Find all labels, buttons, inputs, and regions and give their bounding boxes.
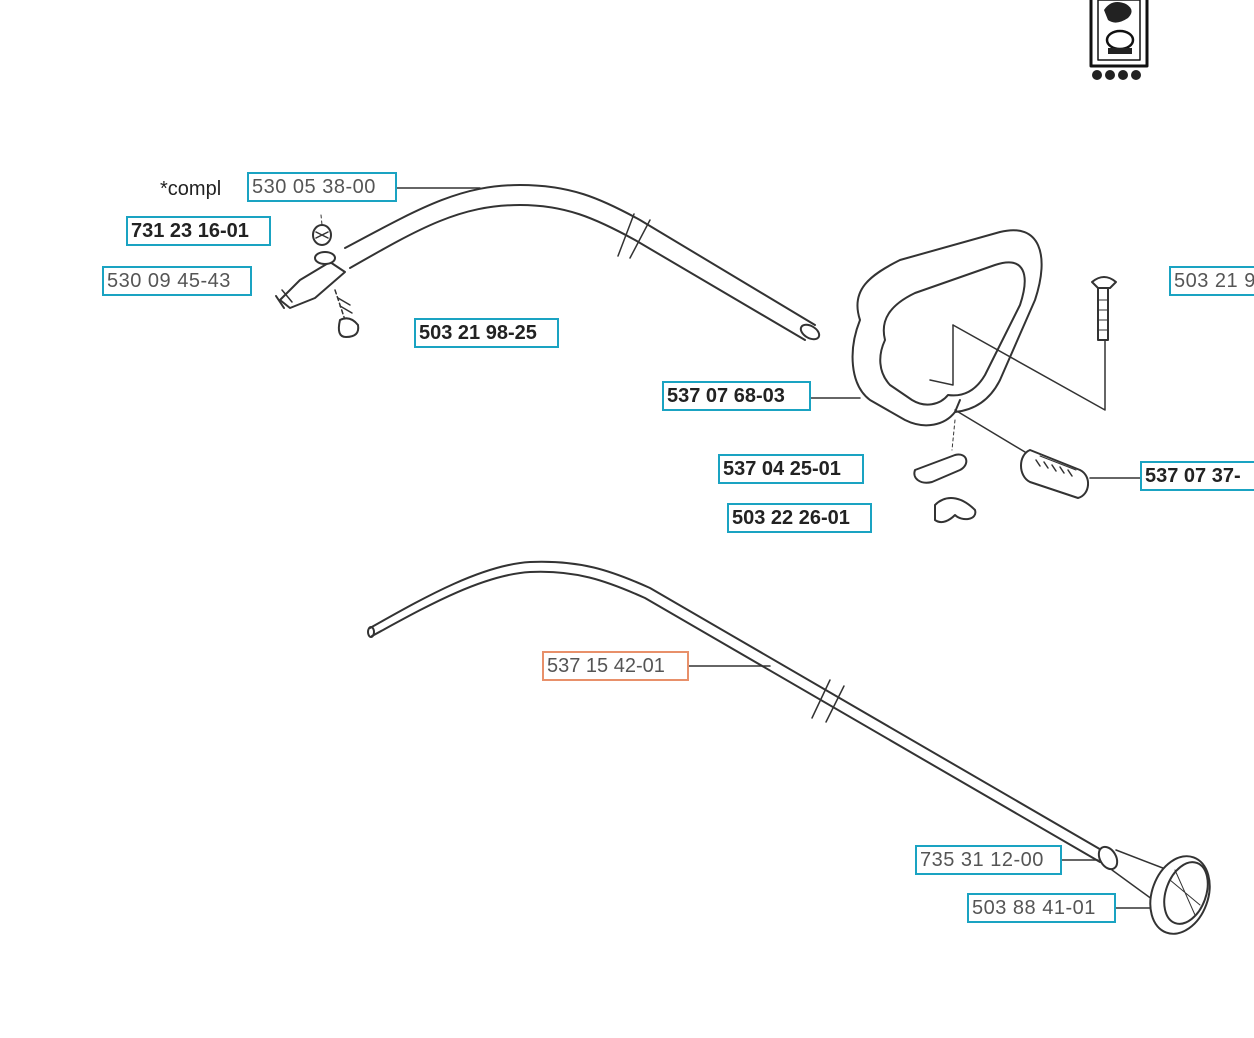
part-label-503-22-26-01[interactable]: 503 22 26-01: [727, 503, 872, 533]
part-label-503-21-98-25[interactable]: 503 21 98-25: [414, 318, 559, 348]
compl-prefix: *compl: [160, 178, 222, 200]
shaft-tube: [344, 184, 821, 341]
manual-book-icon: [1089, 0, 1149, 80]
handle-bolt: [1091, 276, 1117, 341]
part-label-530-05-38-00[interactable]: 530 05 38-00: [247, 172, 397, 202]
part-label-503-21-9[interactable]: 503 21 9: [1169, 266, 1254, 296]
part-label-537-07-37[interactable]: 537 07 37-: [1140, 461, 1254, 491]
clamp-plate: [913, 419, 977, 524]
part-label-537-15-42-01[interactable]: 537 15 42-01: [542, 651, 689, 681]
grip-sleeve: [954, 409, 1089, 499]
part-label-530-09-45-43[interactable]: 530 09 45-43: [102, 266, 252, 296]
loop-handle: [851, 229, 1106, 427]
tube-end-clamp: [275, 214, 360, 338]
leader-lines: [395, 187, 1151, 909]
part-label-537-07-68-03[interactable]: 537 07 68-03: [662, 381, 811, 411]
part-label-731-23-16-01[interactable]: 731 23 16-01: [126, 216, 271, 246]
part-label-537-04-25-01[interactable]: 537 04 25-01: [718, 454, 864, 484]
part-label-503-88-41-01[interactable]: 503 88 41-01: [967, 893, 1116, 923]
shaft-end-parts: [1097, 845, 1211, 935]
part-label-735-31-12-00[interactable]: 735 31 12-00: [915, 845, 1062, 875]
drive-shaft: [367, 560, 1111, 863]
